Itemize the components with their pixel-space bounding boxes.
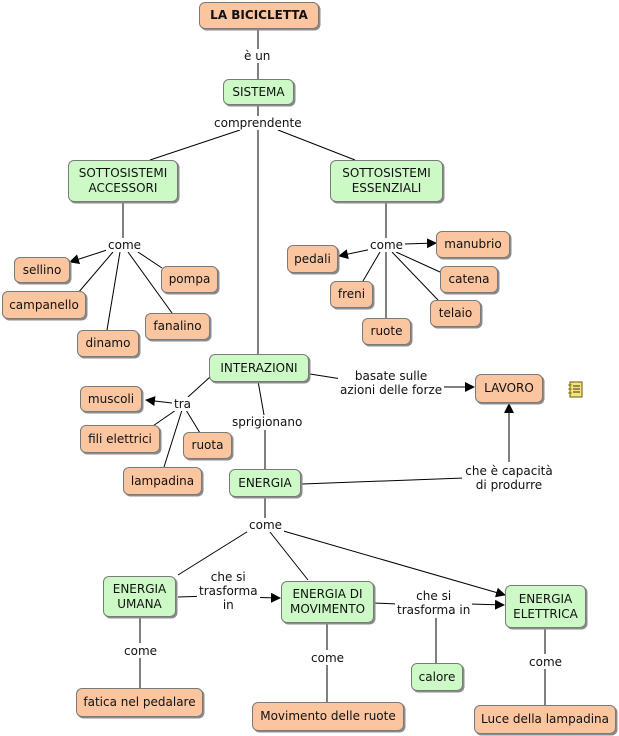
node-lavoro[interactable]: LAVORO [475,374,543,403]
node-pedali[interactable]: pedali [287,245,338,273]
edge-come-manubrio [403,238,437,249]
link-come-umana: come [122,644,160,658]
link-come-movimento: come [309,651,347,665]
edge-come-elettrica [279,529,506,598]
node-ruote[interactable]: ruote [362,318,411,345]
edge-come-fanalino [127,251,173,314]
node-interazioni[interactable]: INTERAZIONI [209,354,309,382]
link-tra: tra [172,397,193,411]
edge-come-sellino [69,248,111,264]
node-sistema[interactable]: SISTEMA [223,79,294,105]
edge-come-pedali [338,248,373,260]
node-fanalino[interactable]: fanalino [145,313,210,340]
note-icon[interactable] [568,381,584,398]
link-come-energia: come [247,518,285,532]
edge-tra-muscoli [145,396,173,406]
edge-interazioni-sprigionano [257,380,265,416]
link-come-elettrica: come [527,655,565,669]
edge-tra-lampadina [163,409,183,468]
edge-come-movimento [269,531,309,581]
node-ruota[interactable]: ruota [183,432,232,459]
node-freni[interactable]: freni [330,281,373,308]
node-energia-di-movimento[interactable]: ENERGIA DI MOVIMENTO [281,581,374,623]
edge-energia-capacita [301,477,465,485]
node-lampadina[interactable]: lampadina [123,467,202,495]
node-energia[interactable]: ENERGIA [229,469,301,497]
node-catena[interactable]: catena [440,266,498,293]
node-muscoli[interactable]: muscoli [80,386,142,412]
node-campanello[interactable]: campanello [2,291,86,319]
node-sottosistemi-accessori[interactable]: SOTTOSISTEMI ACCESSORI [68,160,178,202]
node-la-bicicletta[interactable]: LA BICICLETTA [199,2,319,29]
node-pompa[interactable]: pompa [161,266,218,293]
node-sellino[interactable]: sellino [14,257,70,283]
edge-interazioni-tra [187,376,211,398]
edge-come-catena [395,251,441,273]
node-luce-della-lampadina[interactable]: Luce della lampadina [474,705,616,734]
link-come-essenziali: come [368,238,406,252]
edge-movimento-trasforma [373,602,398,605]
edge-come-pompa [134,249,163,269]
edge-come-telaio [391,251,439,301]
node-fatica-nel-pedalare[interactable]: fatica nel pedalare [76,688,203,717]
link-e-un: è un [242,49,273,63]
edge-come-freni [362,251,381,282]
node-telaio[interactable]: telaio [430,300,481,327]
node-manubrio[interactable]: manubrio [436,231,510,258]
edge-come-campanello [77,251,114,294]
node-energia-elettrica[interactable]: ENERGIA ELETTRICA [505,585,586,628]
link-basate-sulle-azioni: basate sulle azioni delle forze [338,369,445,397]
edge-comprendente-essenziali [277,129,356,161]
node-dinamo[interactable]: dinamo [77,330,139,357]
link-sprigionano: sprigionano [230,415,304,429]
link-trasforma-umana: che si trasforma in [197,570,260,612]
edge-come-dinamo [106,251,121,331]
link-trasforma-movimento: che si trasforma in [395,589,473,617]
node-energia-umana[interactable]: ENERGIA UMANA [103,576,176,617]
node-calore[interactable]: calore [411,663,463,691]
link-come-accessori: come [106,238,144,252]
edge-comprendente-accessori [149,129,241,161]
edge-trasforma-elettrica [469,599,505,610]
link-capacita-di-produrre: che è capacità di produrre [462,464,556,492]
node-sottosistemi-essenziali[interactable]: SOTTOSISTEMI ESSENZIALI [330,160,443,202]
edge-come-umana [177,529,251,576]
edge-tra-ruota [185,409,201,434]
node-movimento-delle-ruote[interactable]: Movimento delle ruote [252,702,404,731]
link-comprendente: comprendente [212,116,304,130]
node-fili-elettrici[interactable]: fili elettrici [80,425,160,453]
